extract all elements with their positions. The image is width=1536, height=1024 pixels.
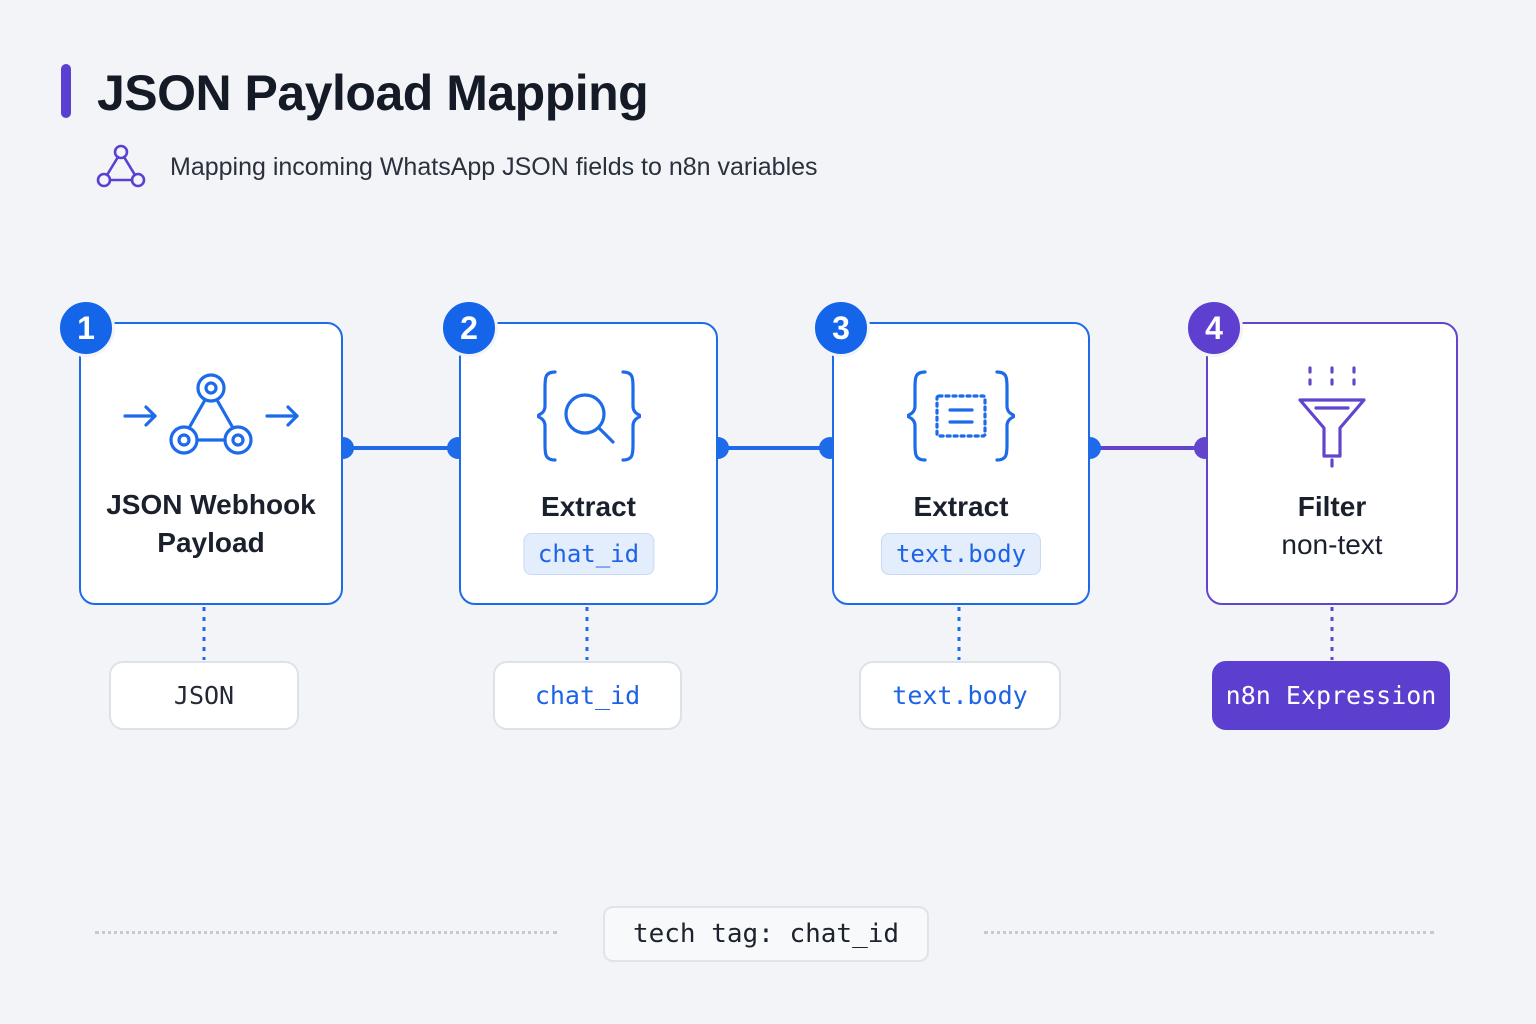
output-pill-text-body[interactable]: text.body <box>859 661 1061 730</box>
output-pill-json[interactable]: JSON <box>109 661 299 730</box>
json-field-icon <box>907 370 1015 462</box>
filter-icon <box>1298 366 1366 468</box>
step-title: JSON Webhook Payload <box>106 489 316 558</box>
connector-3-4 <box>1079 437 1216 459</box>
step-card-filter[interactable]: Filter non-text <box>1206 322 1458 605</box>
page-title: JSON Payload Mapping <box>97 65 649 121</box>
step-number-badge: 1 <box>57 299 115 357</box>
step-title: Filter <box>1297 491 1367 522</box>
connector-2-3 <box>707 437 841 459</box>
webhook-icon <box>96 144 146 188</box>
footer-divider-right <box>984 931 1434 934</box>
step-card-webhook[interactable]: JSON Webhook Payload <box>79 322 343 605</box>
subtitle: Mapping incoming WhatsApp JSON fields to… <box>170 153 818 181</box>
step-card-extract-text-body[interactable]: Extract text.body <box>832 322 1090 605</box>
step-number-badge: 4 <box>1185 299 1243 357</box>
webhook-icon <box>123 373 299 455</box>
output-pill-n8n-expression[interactable]: n8n Expression <box>1212 661 1450 730</box>
output-pill-chat-id[interactable]: chat_id <box>493 661 682 730</box>
step-title: Extract <box>913 491 1009 522</box>
json-search-icon <box>536 370 641 462</box>
step-number-badge: 2 <box>440 299 498 357</box>
step-subtitle: non-text <box>1281 529 1383 560</box>
step-title: Extract <box>541 491 636 522</box>
field-chip: text.body <box>880 533 1042 575</box>
step-card-extract-chat-id[interactable]: Extract chat_id <box>459 322 718 605</box>
tech-tag: tech tag: chat_id <box>603 906 929 962</box>
connector-1-2 <box>332 437 469 459</box>
title-accent-bar <box>61 64 71 118</box>
step-number-badge: 3 <box>812 299 870 357</box>
footer-divider-left <box>95 931 557 934</box>
field-chip: chat_id <box>522 533 655 575</box>
